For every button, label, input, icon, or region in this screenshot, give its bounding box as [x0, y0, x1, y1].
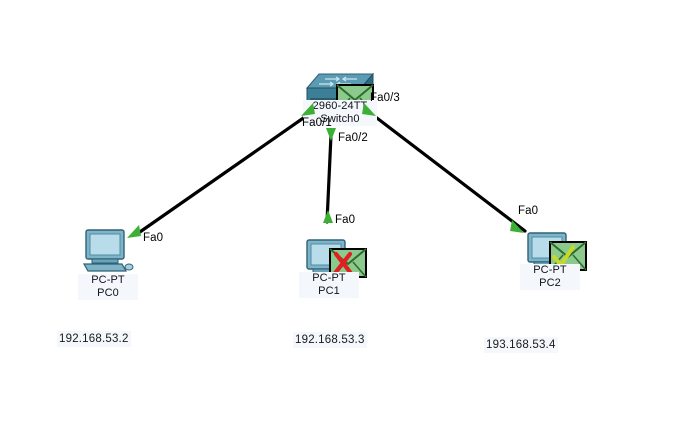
- link-status-switch-fa02: [324, 126, 338, 142]
- pc2-type-label: PC-PT: [533, 264, 567, 276]
- pc-icon: [82, 229, 134, 272]
- ip-label-pc1: 192.168.53.3: [293, 332, 367, 348]
- link-up-triangle-icon: [510, 220, 524, 233]
- switch-type-label: 2960-24TT: [312, 100, 368, 112]
- port-label-pc0-fa0: Fa0: [143, 232, 164, 244]
- port-label-switch-fa03: Fa0/3: [370, 92, 400, 104]
- pc1-type-label: PC-PT: [312, 272, 346, 284]
- link-up-triangle-icon: [362, 103, 376, 116]
- link-status-switch-fa03: [361, 102, 377, 118]
- pc2-name-label: PC2: [539, 277, 561, 289]
- device-label-pc2: PC-PT PC2: [520, 264, 580, 290]
- cable-switch-pc0[interactable]: [135, 110, 314, 236]
- pc0-type-label: PC-PT: [91, 274, 125, 286]
- ip-label-pc2: 193.168.53.4: [484, 337, 558, 353]
- device-pc0[interactable]: [82, 228, 134, 274]
- ip-label-pc0: 192.168.53.2: [57, 331, 131, 347]
- link-up-triangle-icon: [127, 225, 141, 238]
- port-label-switch-fa02: Fa0/2: [338, 132, 368, 144]
- port-label-switch-fa01: Fa0/1: [302, 117, 332, 129]
- link-status-pc2-fa0: [509, 219, 525, 235]
- device-label-pc1: PC-PT PC1: [299, 272, 359, 298]
- pc0-name-label: PC0: [97, 287, 119, 299]
- link-up-triangle-icon: [301, 103, 315, 116]
- device-label-pc0: PC-PT PC0: [78, 274, 138, 300]
- cable-switch-pc2[interactable]: [367, 110, 527, 233]
- pc1-name-label: PC1: [318, 285, 340, 297]
- link-status-pc0-fa0: [126, 224, 142, 240]
- link-up-triangle-icon: [326, 128, 336, 141]
- cable-switch-pc1[interactable]: [325, 133, 333, 224]
- switch-name-label: Switch0: [320, 113, 360, 125]
- port-label-pc1-fa0: Fa0: [335, 214, 356, 226]
- link-status-pc1-fa0: [321, 209, 335, 225]
- link-status-switch-fa01: [300, 102, 316, 118]
- link-up-triangle-icon: [323, 210, 333, 223]
- port-label-pc2-fa0: Fa0: [518, 205, 539, 217]
